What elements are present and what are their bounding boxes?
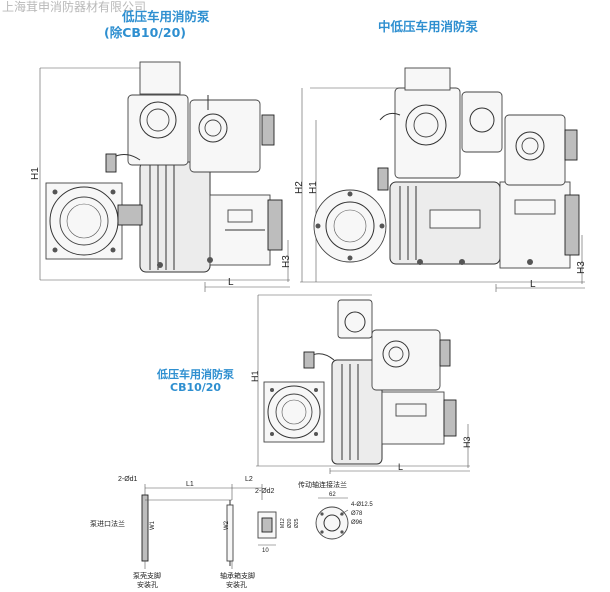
diagram1-dim-h1: H1 xyxy=(30,167,41,180)
pump-diagram-medium-low-pressure: 中低压车用消防泵 H2 H1 H3 L xyxy=(294,19,587,292)
diagram1-subtitle: (除CB10/20) xyxy=(104,25,186,40)
mount-label-w2: W2 xyxy=(224,520,230,530)
flange-detail-title: 传动轴连接法兰 xyxy=(298,480,347,489)
diagram3-subtitle: CB10/20 xyxy=(170,381,221,394)
company-watermark: 上海茸申消防器材有限公司 xyxy=(2,0,146,14)
valve-housing-3 xyxy=(371,329,441,391)
pump-diagram-cb10-20: 低压车用消防泵 CB10/20 H1 H3 L xyxy=(156,294,472,474)
mount-label-l2: L2 xyxy=(245,476,253,483)
mount-label-bearing-hole-1: 轴承箱支脚 xyxy=(220,571,255,580)
gearbox-2 xyxy=(499,181,571,269)
flange-label-holes: 4-Ø12.5 xyxy=(351,502,373,508)
shaft-flange xyxy=(315,506,349,540)
mount-label-pump-hole-1: 泵壳支脚 xyxy=(133,571,161,580)
mount-label-w1: W1 xyxy=(150,520,156,530)
diagram1-title: 低压车用消防泵 xyxy=(121,9,210,24)
mounting-hole-detail: 2-Ød1 L1 L2 2-Ød2 泵进口法兰 W1 W2 泵壳支脚 安装孔 轴… xyxy=(90,476,300,589)
flange-label-62: 62 xyxy=(329,492,336,498)
diagram3-dim-h3: H3 xyxy=(462,436,472,448)
mount-label-d20: Ø20 xyxy=(287,518,293,528)
diagram3-dim-l: L xyxy=(398,462,403,472)
drive-shaft-flange-detail: 传动轴连接法兰 62 4-Ø12.5 Ø78 Ø96 xyxy=(298,480,373,540)
pump-foot-plate xyxy=(141,494,149,562)
flange-label-d96: Ø96 xyxy=(351,520,363,526)
diagram1-dim-l: L xyxy=(228,277,234,288)
gearbox-3 xyxy=(381,391,445,445)
diagram2-dim-l: L xyxy=(530,279,536,290)
diagram3-dim-h1: H1 xyxy=(250,370,260,382)
mount-label-d25: Ø25 xyxy=(294,518,300,528)
mount-label-bearing-hole-2: 安装孔 xyxy=(226,580,247,589)
diagram2-title: 中低压车用消防泵 xyxy=(378,19,479,34)
mount-label-l1: L1 xyxy=(186,481,194,488)
mount-label-2d1: 2-Ød1 xyxy=(118,476,138,483)
mount-label-10: 10 xyxy=(262,548,269,554)
diagram2-dim-h2: H2 xyxy=(294,181,305,194)
flange-label-d78: Ø78 xyxy=(351,511,363,517)
diagram2-dim-h3: H3 xyxy=(576,261,587,274)
diagram3-title: 低压车用消防泵 xyxy=(156,367,234,381)
mount-label-2d2: 2-Ød2 xyxy=(255,488,275,495)
mount-label-m2: M12 xyxy=(280,518,286,528)
mount-label-pump-hole-2: 安装孔 xyxy=(137,580,158,589)
diagram1-dim-h3: H3 xyxy=(281,255,292,268)
inlet-flange-round xyxy=(313,189,387,263)
diagram2-dim-h1: H1 xyxy=(308,181,319,194)
mount-label-inlet-flange: 泵进口法兰 xyxy=(90,519,125,528)
bearing-foot-plate xyxy=(226,504,234,562)
pump-diagram-low-pressure: 低压车用消防泵 (除CB10/20) H1 H3 L xyxy=(30,9,292,292)
